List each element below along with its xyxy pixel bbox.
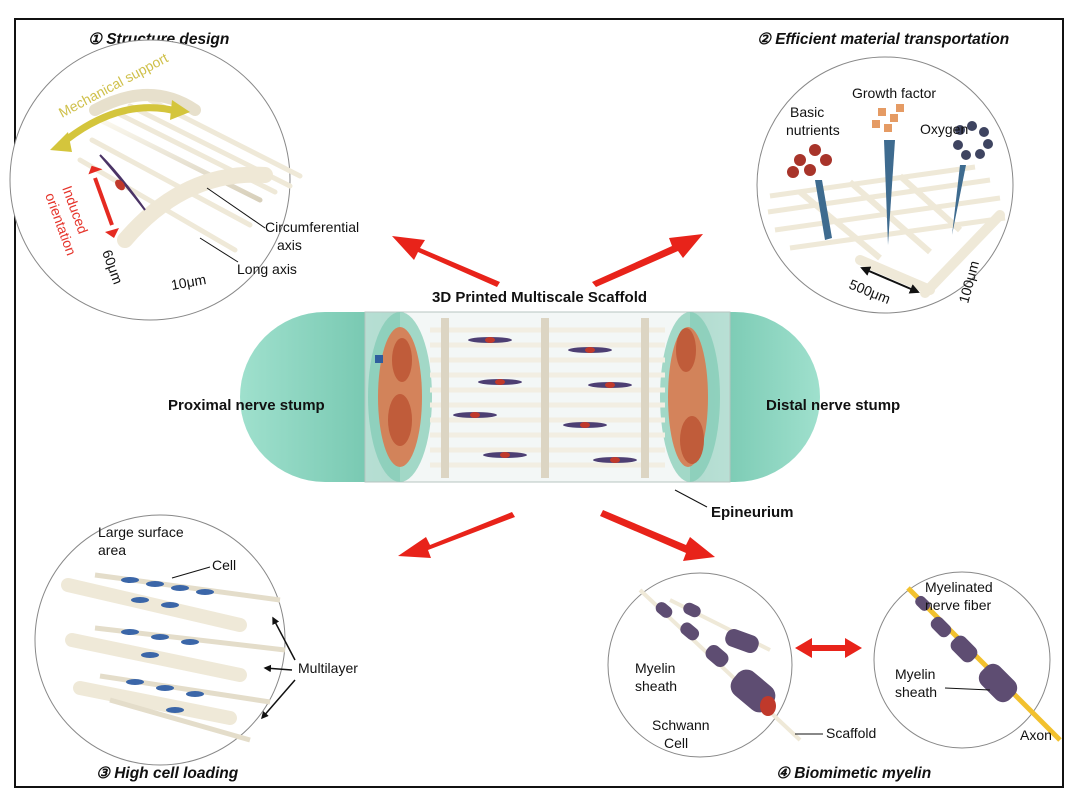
epineurium-label: Epineurium <box>711 504 794 521</box>
cell-label: Cell <box>212 557 236 573</box>
connector-arrows <box>392 234 862 658</box>
biomimetic-myelin-panel: Myelin sheath Schwann Cell Scaffold Myel… <box>607 571 1062 782</box>
long-axis-leader <box>199 237 239 263</box>
arrow-to-structure <box>392 236 500 287</box>
axon-label: Axon <box>1020 727 1052 743</box>
structure-rods <box>77 89 303 253</box>
multilayer-arrow-1 <box>272 616 296 661</box>
multilayer-scaffold <box>61 572 286 743</box>
growth-factor-flow-arrow <box>884 140 895 245</box>
myelin-sheath-label-1: Myelin <box>635 660 675 676</box>
myelinated-fiber-label-1: Myelinated <box>925 579 993 595</box>
structure-magnifier-circle <box>9 39 291 321</box>
central-scaffold: 3D Printed Multiscale Scaffold <box>168 289 900 521</box>
multilayer-arrow-3 <box>261 679 296 720</box>
loaded-cells <box>121 577 214 713</box>
elongated-cell <box>99 154 146 211</box>
biomimetic-myelin-title: ④ Biomimetic myelin <box>776 765 931 782</box>
schwann-label-1: Schwann <box>652 717 710 733</box>
multilayer-arrow-2 <box>263 664 293 673</box>
transport-magnifier-circle <box>756 56 1014 314</box>
oxygen-particles <box>953 121 993 160</box>
proximal-stump <box>240 312 400 482</box>
circumferential-label-1: Circumferential <box>265 219 359 235</box>
dim-10um-label: 10μm <box>170 271 208 293</box>
growth-factor-label: Growth factor <box>852 85 936 101</box>
scaffold-rings <box>441 318 649 478</box>
myelin-right-circle <box>873 571 1051 749</box>
basic-nutrients-label-2: nutrients <box>786 122 840 138</box>
dim-500um-arrow <box>860 266 920 294</box>
cell-leader <box>171 566 211 579</box>
myelin-right-leader <box>944 687 991 691</box>
arrow-to-myelin <box>600 510 715 561</box>
proximal-marker <box>375 355 383 363</box>
growth-factor-particles <box>872 104 904 132</box>
multilayer-label: Multilayer <box>298 660 358 676</box>
basic-nutrients-label-1: Basic <box>790 104 824 120</box>
left-myelin-fiber <box>638 588 802 742</box>
schwann-label-2: Cell <box>664 735 688 751</box>
induced-orientation-arrow <box>93 177 114 226</box>
cell-nucleus <box>115 179 125 191</box>
large-surface-label-2: area <box>98 542 126 558</box>
nutrient-flow-arrow <box>815 180 832 240</box>
figure-frame <box>14 18 1064 788</box>
scaffold-label: Scaffold <box>826 725 876 741</box>
arrow-to-transport <box>592 234 703 287</box>
epineurium-leader <box>674 489 708 508</box>
scaffold-cells <box>453 337 637 463</box>
arrow-to-loading <box>398 512 515 558</box>
large-surface-label-1: Large surface <box>98 524 184 540</box>
material-transport-title: ② Efficient material transportation <box>757 31 1009 48</box>
basic-nutrients-particles <box>787 144 832 178</box>
oxygen-flow-arrow <box>952 165 966 235</box>
cell-loading-title: ③ High cell loading <box>96 765 239 782</box>
myelin-sheath-right-label-2: sheath <box>895 684 937 700</box>
distal-stump-label: Distal nerve stump <box>766 397 900 414</box>
myelinated-fiber-label-2: nerve fiber <box>925 597 991 613</box>
myelin-sheath-right-label-1: Myelin <box>895 666 935 682</box>
mechanical-support-arrow <box>57 104 181 148</box>
double-arrow-myelin <box>795 638 862 658</box>
circumferential-leader <box>206 187 266 229</box>
cell-loading-panel: Large surface area Cell Multilayer ③ Hig… <box>34 514 358 782</box>
myelin-sheath-label-2: sheath <box>635 678 677 694</box>
scaffold-title: 3D Printed Multiscale Scaffold <box>432 289 647 306</box>
structure-design-panel: ① Structure design Mechanical support In… <box>9 31 359 321</box>
myelin-left-circle <box>607 572 793 758</box>
material-transport-panel: ② Efficient material transportation <box>756 31 1014 314</box>
oxygen-label: Oxygen <box>920 121 968 137</box>
circumferential-label-2: axis <box>277 237 302 253</box>
long-axis-label: Long axis <box>237 261 297 277</box>
right-myelin-fiber <box>906 586 1062 742</box>
proximal-stump-label: Proximal nerve stump <box>168 397 325 414</box>
